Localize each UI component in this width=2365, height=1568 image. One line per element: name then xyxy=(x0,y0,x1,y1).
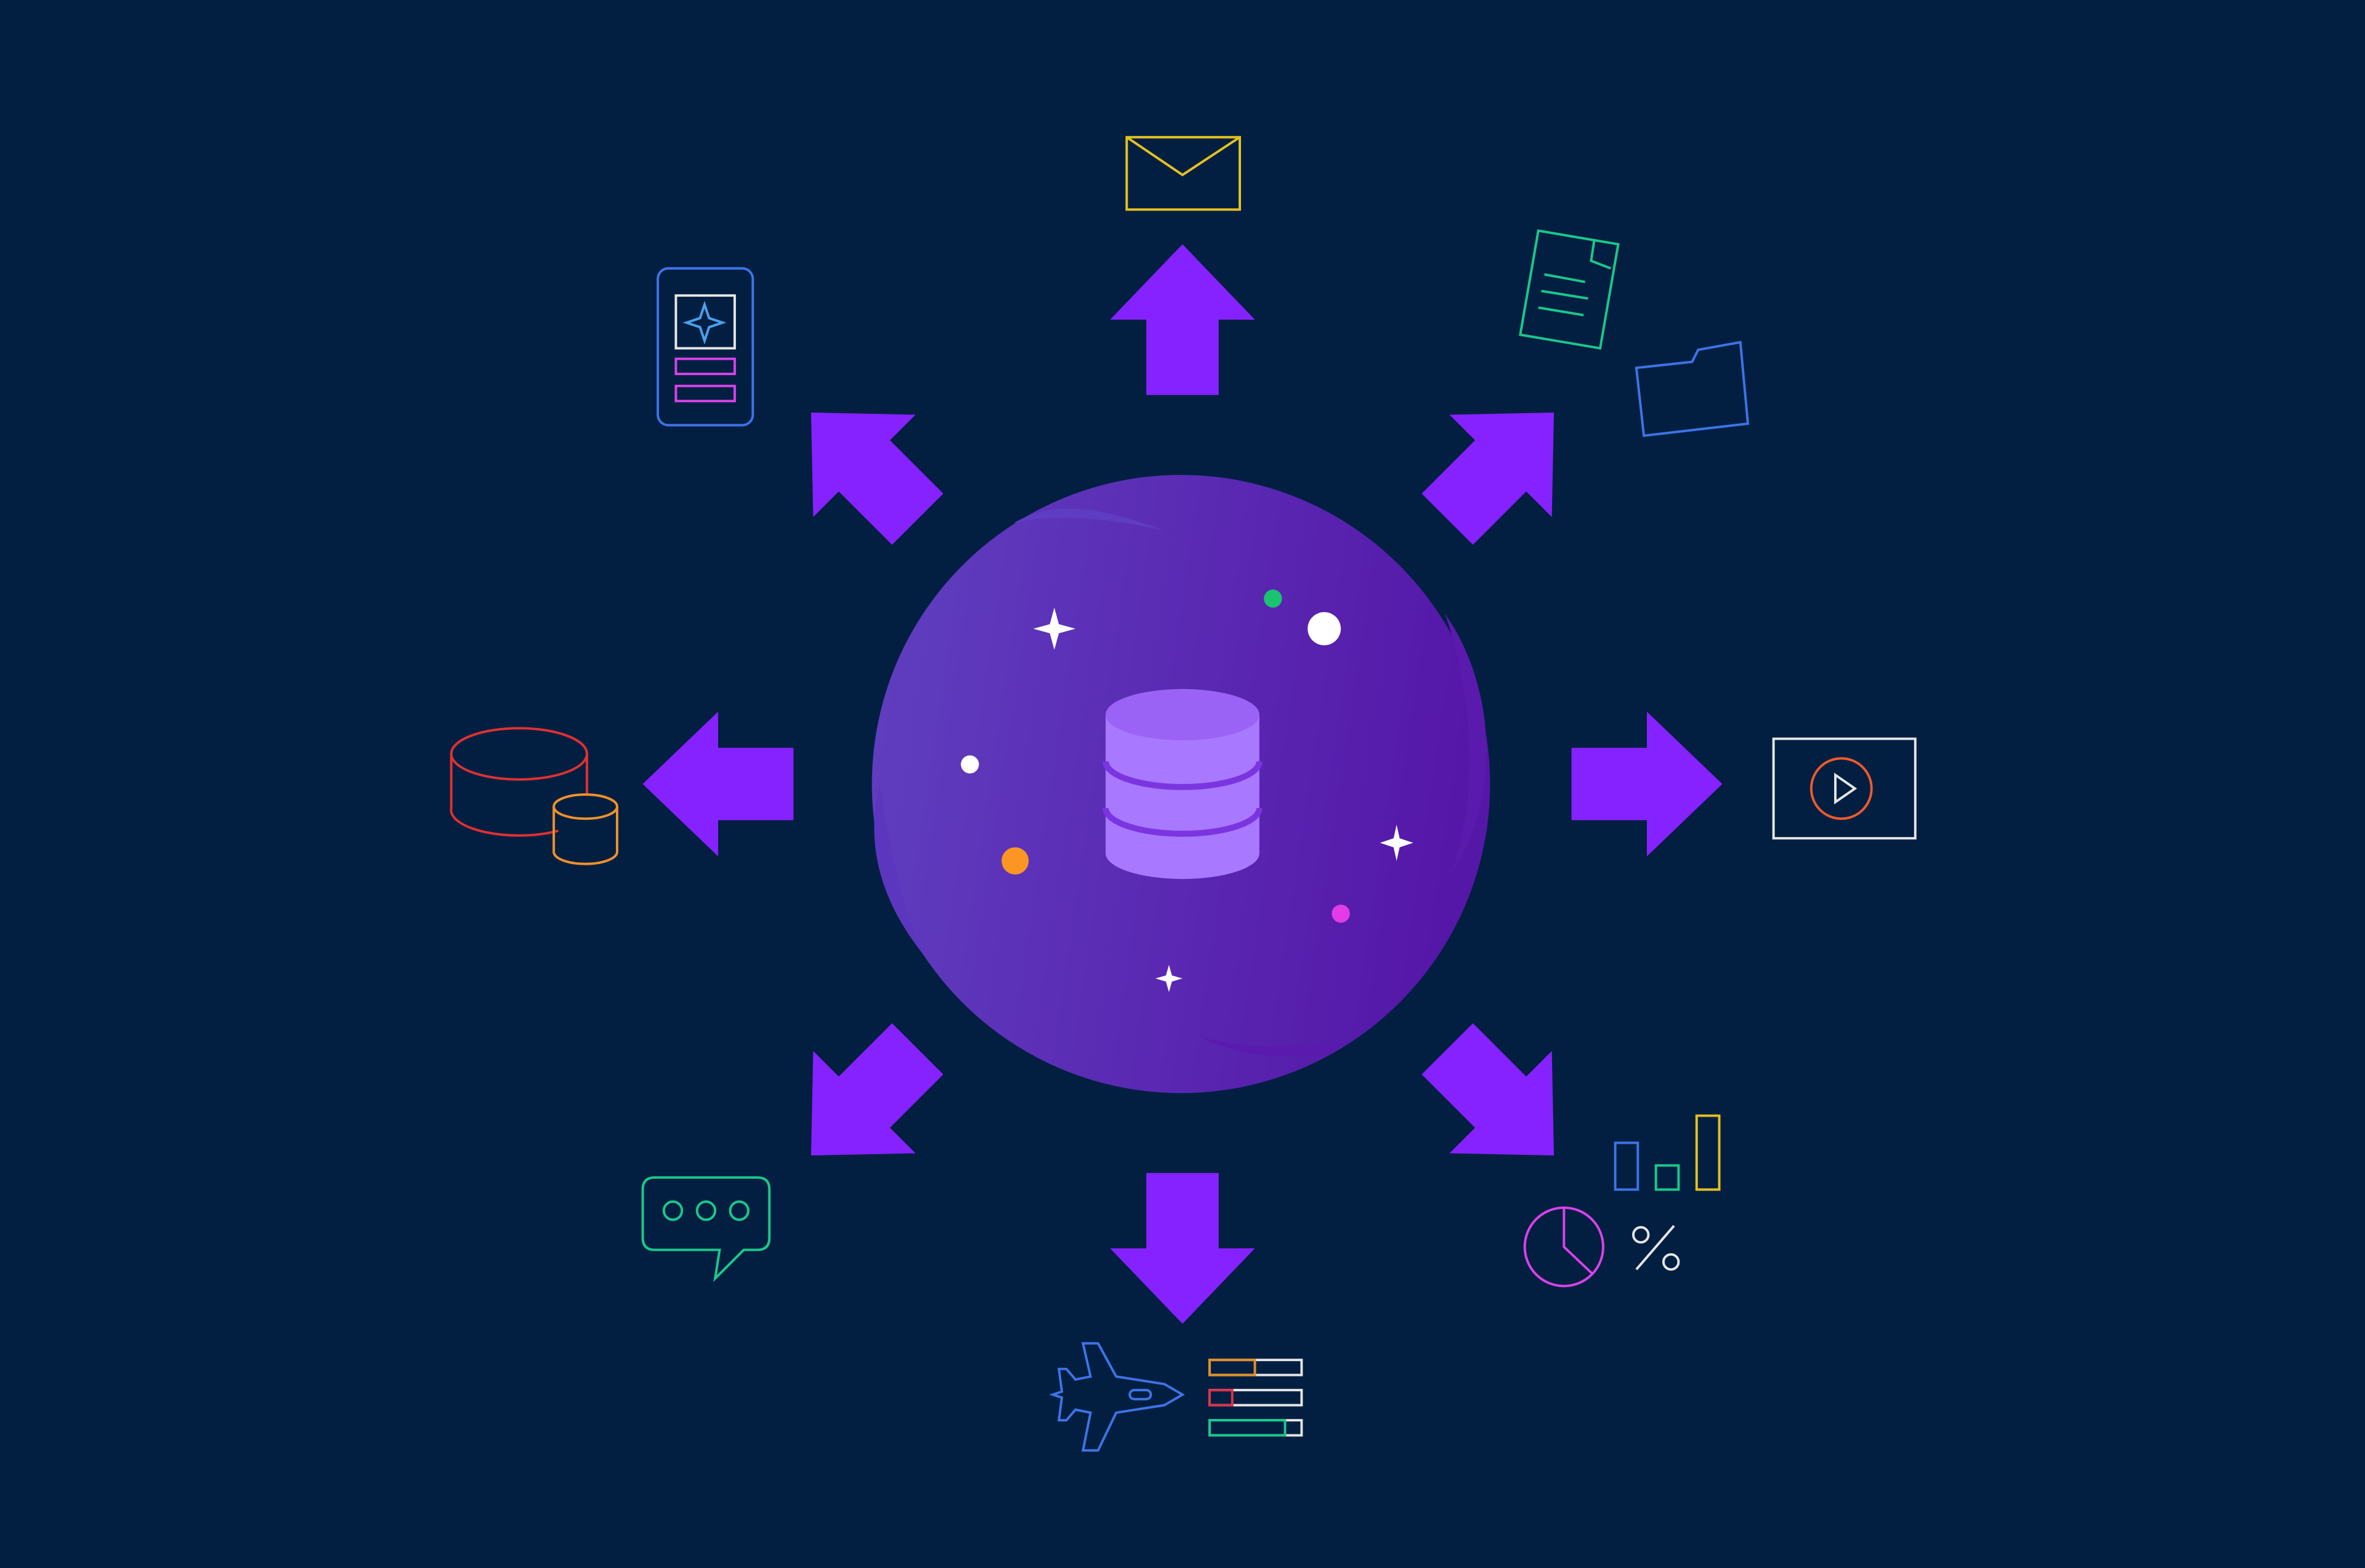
document-icon xyxy=(1519,229,1620,350)
chat-bubble-icon xyxy=(641,1176,771,1282)
document-folder-icon xyxy=(1519,229,1750,437)
analytics-icon xyxy=(1523,1114,1721,1288)
flight-booking-icon xyxy=(1049,1342,1303,1452)
video-play-icon xyxy=(1772,737,1917,840)
pie-chart-icon xyxy=(1523,1206,1604,1288)
percent-icon xyxy=(1632,1225,1680,1271)
orb-swirl-bottom xyxy=(1200,1037,1353,1057)
sparkle-icon xyxy=(1033,607,1076,650)
orb-swirl-left xyxy=(874,784,923,955)
mobile-app-icon xyxy=(657,267,754,427)
dot-white-small xyxy=(961,755,979,774)
small-database-icon xyxy=(552,793,618,865)
dot-white-large xyxy=(1308,612,1341,645)
dot-magenta xyxy=(1332,904,1350,923)
databases-icon xyxy=(450,727,618,865)
database-icon xyxy=(1102,689,1263,879)
airplane-icon xyxy=(1049,1342,1185,1452)
bar-chart-bar xyxy=(1654,1164,1680,1191)
dot-orange xyxy=(1001,847,1029,875)
bar-chart-bar xyxy=(1695,1114,1721,1191)
progress-list-icon xyxy=(1208,1359,1303,1437)
sparkle-icon xyxy=(1155,964,1182,992)
envelope-icon xyxy=(1125,135,1241,211)
sparkle-icon xyxy=(1380,825,1413,861)
orb-swirl-right xyxy=(1444,613,1487,875)
orb-decorations xyxy=(961,589,1413,992)
dot-green xyxy=(1264,589,1282,608)
orb-swirl-top-left xyxy=(1013,508,1165,531)
folder-icon xyxy=(1635,341,1750,437)
bar-chart-bar xyxy=(1614,1141,1639,1191)
large-database-icon xyxy=(450,727,588,837)
